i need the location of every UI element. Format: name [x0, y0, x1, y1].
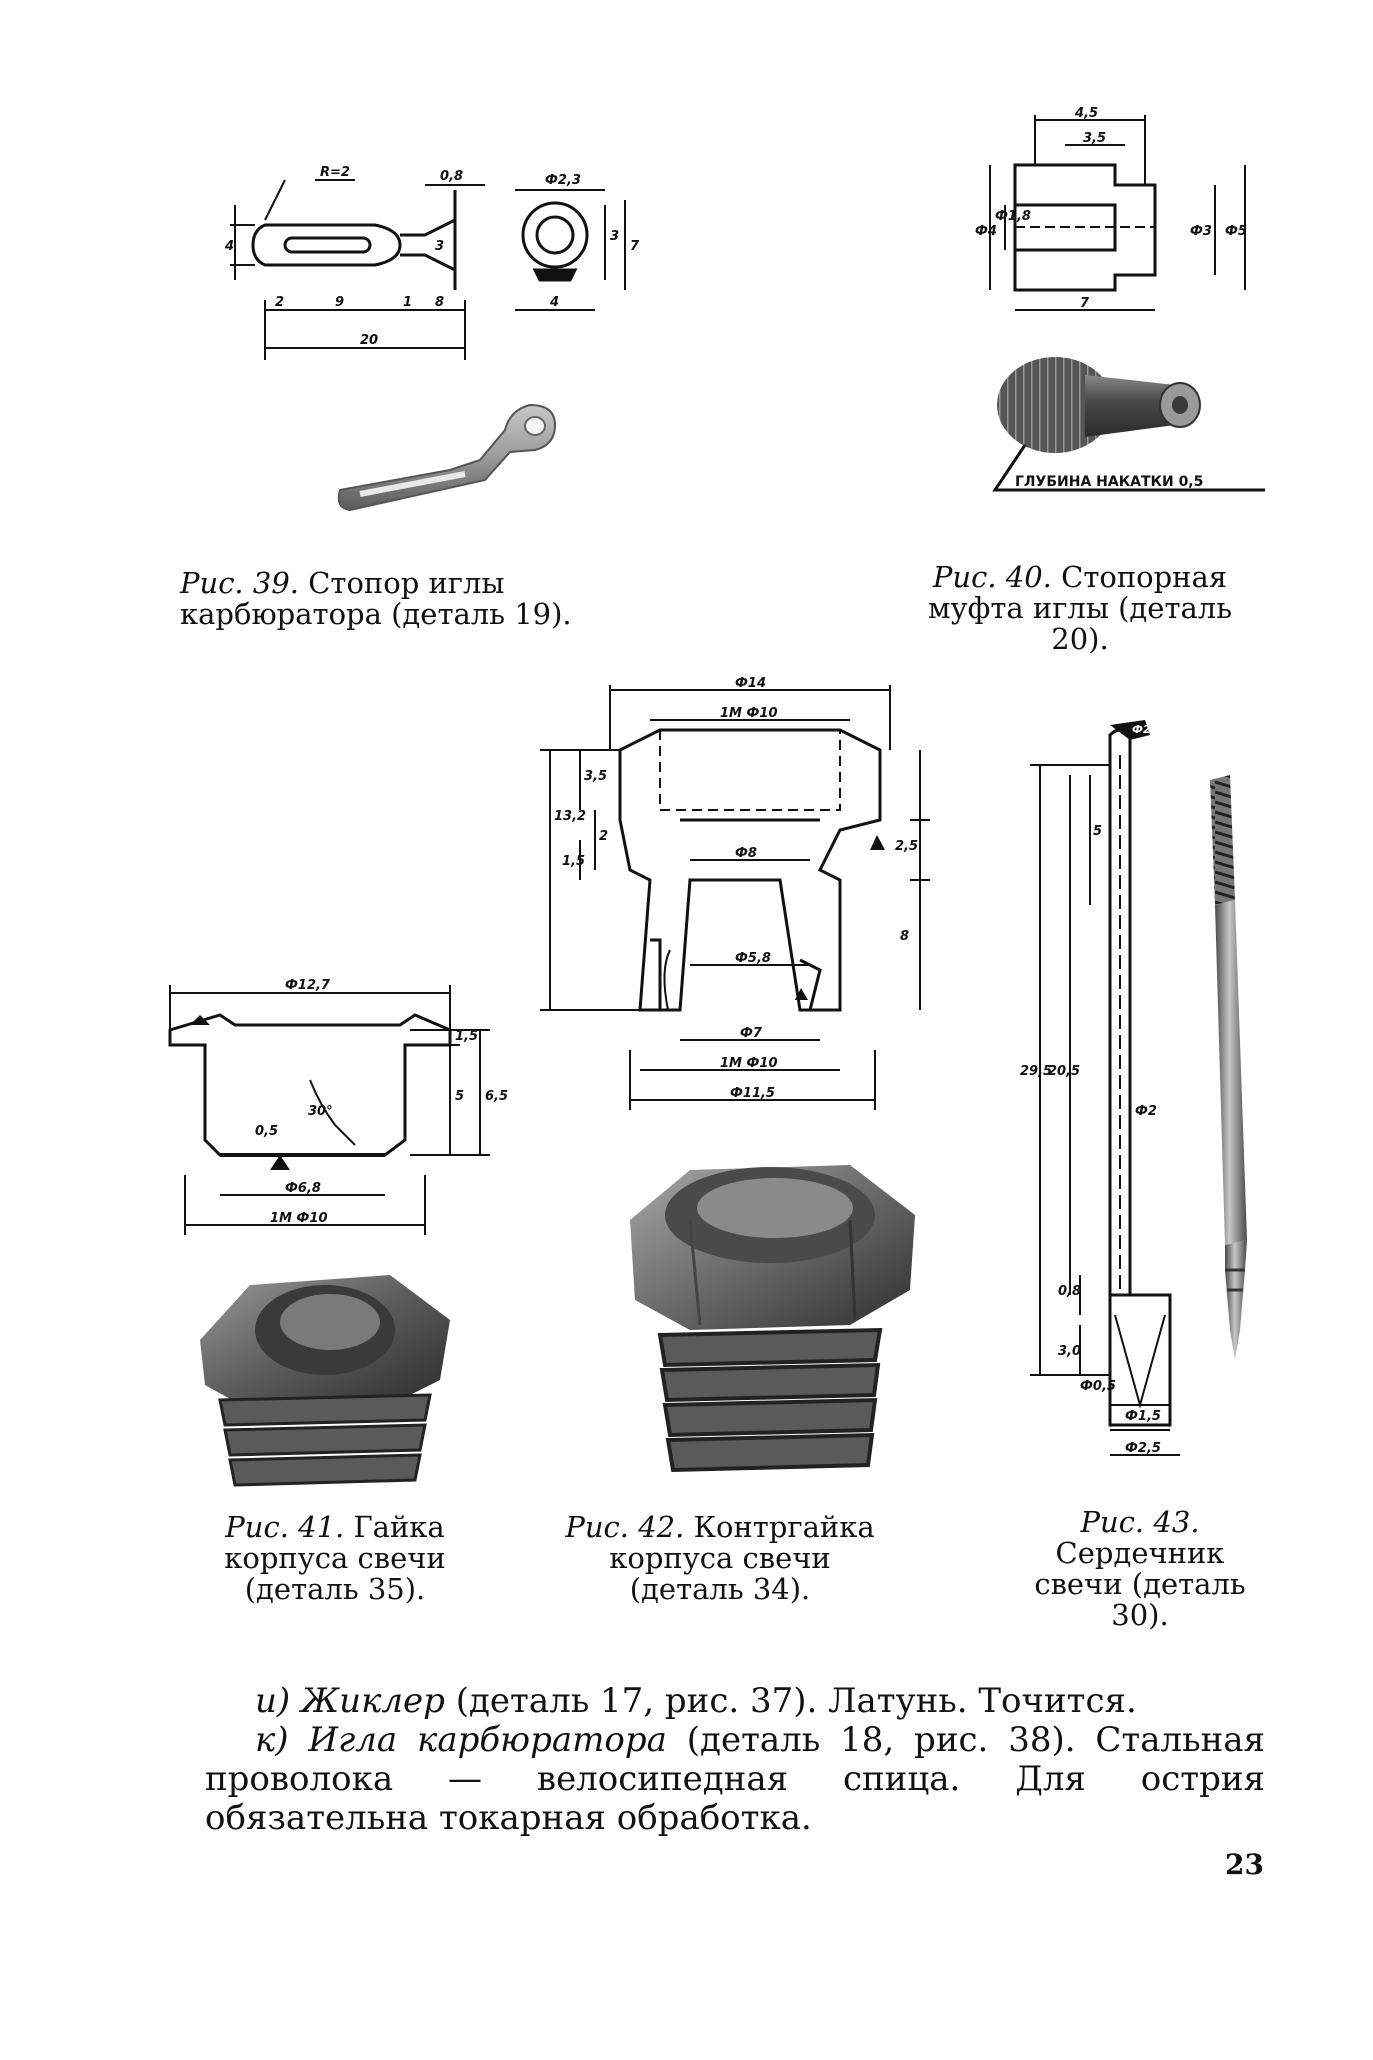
fig40-label-phi4: Ф4 — [975, 224, 997, 239]
fig39-label-1: 1 — [403, 295, 412, 310]
fig42-drawing: Ф14 1М Ф10 Ф8 Ф5,8 Ф7 1М Ф10 Ф11,5 13,2 … — [540, 676, 930, 1110]
paragraph-jet-text: (деталь 17, рис. 37). Латунь. Точится. — [444, 1681, 1137, 1721]
fig39-label-4b: 4 — [549, 295, 559, 310]
fig39-label-8: 8 — [435, 295, 444, 310]
fig42-label-phi115: Ф11,5 — [730, 1086, 775, 1101]
fig43-label-phi15: Ф1,5 — [1125, 1409, 1161, 1424]
fig43-photo — [1210, 775, 1247, 1360]
fig42-label-phi8: Ф8 — [735, 846, 757, 861]
fig40-label-7: 7 — [1080, 296, 1090, 311]
fig43-label-5: 5 — [1093, 824, 1102, 839]
fig39-label-20: 20 — [360, 333, 378, 348]
fig39-label-08: 0,8 — [440, 169, 463, 184]
paragraph-needle-text: (деталь 18, рис. 38). Стальная проволока… — [205, 1720, 1265, 1838]
fig39-photo — [337, 403, 557, 512]
fig43-label-295: 29,5 — [1020, 1064, 1052, 1079]
fig39-label-2: 2 — [275, 295, 284, 310]
fig43-caption-text: Сердечник свечи (деталь 30). — [1034, 1536, 1246, 1632]
fig41-label-05: 0,5 — [255, 1124, 278, 1139]
fig41-photo — [200, 1275, 450, 1487]
fig40-label-phi5: Ф5 — [1225, 224, 1247, 239]
fig41-label-30deg: 30° — [308, 1104, 333, 1119]
fig42-caption-prefix: Рис. 42. — [565, 1510, 685, 1544]
fig41-label-15: 1,5 — [455, 1029, 478, 1044]
fig43-label-205: 20,5 — [1048, 1064, 1080, 1079]
fig41-label-phi127: Ф12,7 — [285, 978, 331, 993]
fig43-label-top: Ф2,5 — [1132, 723, 1163, 736]
fig41-label-thread: 1М Ф10 — [270, 1211, 328, 1226]
fig39-label-3a: 3 — [435, 239, 444, 254]
fig39-label-3b: 3 — [610, 229, 619, 244]
fig39-label-9: 9 — [335, 295, 344, 310]
fig43-label-phi2: Ф2 — [1135, 1104, 1157, 1119]
fig39-drawing: R=2 0,8 Ф2,3 4 3 3 7 2 9 1 8 20 4 — [224, 165, 640, 360]
fig40-caption-text: Стопорная муфта иглы (деталь 20). — [928, 560, 1232, 656]
fig40-knurl-label: ГЛУБИНА НАКАТКИ 0,5 — [1015, 474, 1203, 490]
fig42-label-phi58: Ф5,8 — [735, 951, 771, 966]
page-number: 23 — [1225, 1848, 1264, 1881]
fig42-label-2: 2 — [599, 829, 608, 844]
fig43-label-30: 3,0 — [1058, 1344, 1081, 1359]
fig39-caption: Рис. 39. Стопор иглы карбюратора (деталь… — [180, 568, 620, 630]
fig41-label-5: 5 — [455, 1089, 464, 1104]
fig41-caption: Рис. 41. Гайка корпуса свечи (деталь 35)… — [185, 1512, 485, 1605]
paragraph-jet-label: и) Жиклер — [255, 1681, 445, 1721]
fig42-label-25: 2,5 — [895, 839, 918, 854]
fig42-label-m10bot: 1М Ф10 — [720, 1056, 778, 1071]
paragraph-needle-label: к) Игла карбюратора — [255, 1720, 667, 1760]
fig40-photo: ГЛУБИНА НАКАТКИ 0,5 — [992, 357, 1265, 492]
fig43-label-phi05: Ф0,5 — [1080, 1379, 1116, 1394]
fig41-drawing: Ф12,7 1,5 6,5 5 0,5 30° Ф6,8 1М Ф10 — [168, 978, 508, 1235]
fig42-label-15: 1,5 — [562, 854, 585, 869]
fig42-label-phi14: Ф14 — [735, 676, 766, 691]
fig42-label-phi7: Ф7 — [740, 1026, 763, 1041]
fig42-caption: Рис. 42. Контргайка корпуса свечи (детал… — [555, 1512, 885, 1605]
fig41-label-65: 6,5 — [485, 1089, 508, 1104]
fig41-label-phi68: Ф6,8 — [285, 1181, 321, 1196]
fig39-label-r: R=2 — [320, 165, 350, 180]
fig40-label-35: 3,5 — [1083, 131, 1106, 146]
fig43-label-08: 0,8 — [1058, 1284, 1081, 1299]
fig39-caption-text: Стопор иглы карбюратора (деталь 19). — [180, 566, 572, 631]
fig42-label-35: 3,5 — [584, 769, 607, 784]
fig41-caption-text: Гайка корпуса свечи (деталь 35). — [224, 1510, 446, 1606]
fig39-caption-prefix: Рис. 39. — [180, 566, 299, 600]
fig40-drawing: 4,5 3,5 Ф4 Ф1,8 Ф3 Ф5 7 — [975, 106, 1247, 311]
fig40-caption-prefix: Рис. 40. — [932, 560, 1052, 594]
fig39-label-phi23: Ф2,3 — [545, 173, 581, 188]
fig42-label-8: 8 — [900, 929, 909, 944]
fig42-label-132: 13,2 — [554, 809, 586, 824]
fig43-caption-prefix: Рис. 43. — [1080, 1505, 1200, 1539]
fig39-label-7: 7 — [630, 239, 640, 254]
paragraph-jet: и) Жиклер (деталь 17, рис. 37). Латунь. … — [205, 1682, 1265, 1721]
fig40-label-phi18: Ф1,8 — [995, 209, 1031, 224]
fig41-caption-prefix: Рис. 41. — [225, 1510, 345, 1544]
body-text: и) Жиклер (деталь 17, рис. 37). Латунь. … — [205, 1682, 1265, 1838]
fig42-photo — [630, 1165, 915, 1473]
fig40-label-phi3: Ф3 — [1190, 224, 1212, 239]
fig40-caption: Рис. 40. Стопорная муфта иглы (деталь 20… — [915, 562, 1245, 655]
fig43-label-phi25: Ф2,5 — [1125, 1441, 1161, 1456]
fig42-caption-text: Контргайка корпуса свечи (деталь 34). — [609, 1510, 875, 1606]
fig42-label-m10top: 1М Ф10 — [720, 706, 778, 721]
fig43-caption: Рис. 43. Сердечник свечи (деталь 30). — [1010, 1507, 1270, 1631]
fig40-label-45: 4,5 — [1074, 106, 1098, 121]
paragraph-needle: к) Игла карбюратора (деталь 18, рис. 38)… — [205, 1721, 1265, 1838]
fig43-drawing: Ф2,5 29,5 20,5 5 Ф2 0,8 3,0 Ф0,5 Ф1,5 Ф2… — [1020, 720, 1180, 1456]
fig39-label-4: 4 — [224, 239, 234, 254]
